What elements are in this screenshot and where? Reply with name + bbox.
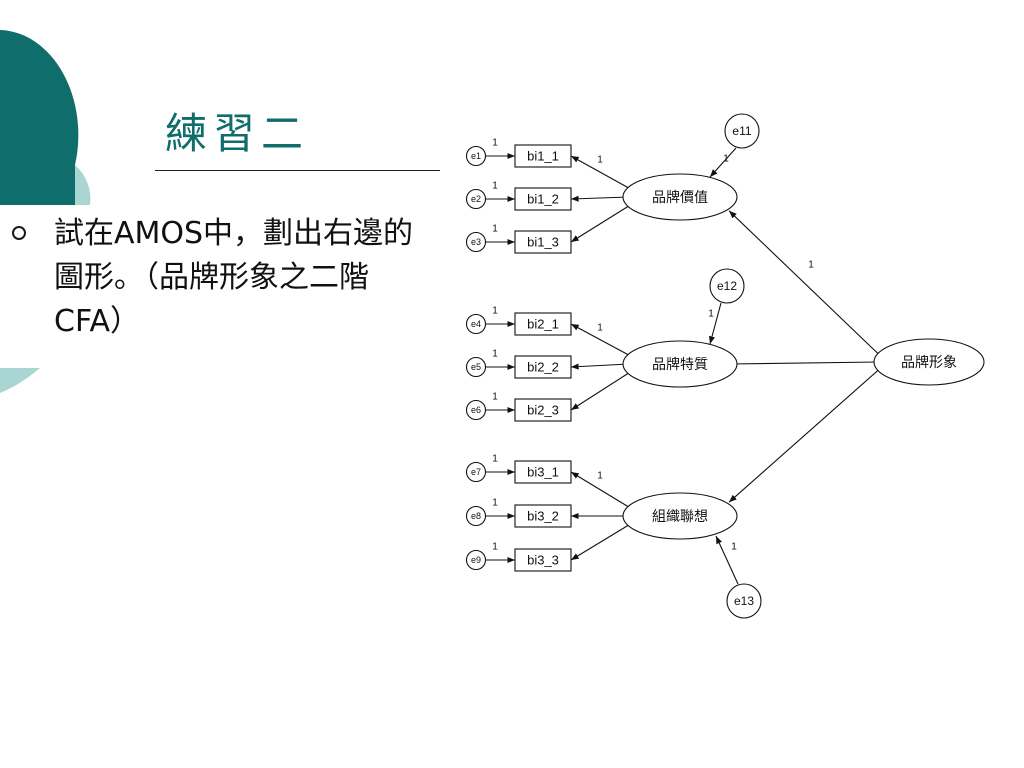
loading-arrow [570,471,629,508]
indicator-label: bi1_1 [527,149,559,164]
indicator-box [514,355,572,379]
loading-arrow [570,363,629,370]
error-weight-label: 1 [492,181,498,192]
indicator-label: bi1_2 [527,192,559,207]
error-label: e5 [471,362,481,372]
sem-cfa-diagram: 品牌形象1品牌價值e111bi1_1e11bi1_2e21bi1_3e311品牌… [465,113,985,619]
disturbance-arrow [715,535,739,585]
disturbance-label: e12 [717,279,737,293]
disturbance-label: e11 [732,124,751,138]
title-underline [155,170,440,171]
error-weight-label: 1 [492,542,498,553]
disturbance-arrow [709,147,737,178]
bullet-text: 試在AMOS中，劃出右邊的圖形。（品牌形象之二階CFA） [54,216,414,339]
indicator-label: bi3_1 [527,465,559,480]
loading-arrow [570,323,629,356]
error-circle [465,549,487,571]
loading-arrow [570,372,629,411]
disturbance-weight-label: 1 [731,542,737,553]
error-circle [465,231,487,253]
disturbance-arrow [709,302,722,345]
disturbance-circle [709,268,745,304]
slide-title: 練習二 [165,109,310,158]
first-order-factor-ellipse [622,492,738,540]
second-order-factor-label: 品牌形象 [901,354,957,370]
error-label: e1 [471,151,481,161]
loading-arrow [570,155,629,189]
error-label: e3 [471,237,481,247]
indicator-box [514,312,572,336]
indicator-box [514,504,572,528]
disturbance-label: e13 [734,594,754,608]
indicator-box [514,548,572,572]
second-order-path-arrow [728,369,879,503]
second-order-path-arrow [728,210,879,355]
decorative-background-shapes [0,30,91,393]
light-teal-wedge-shape [0,368,40,393]
loading-arrow [570,524,629,561]
error-weight-label: 1 [492,454,498,465]
error-circle [465,461,487,483]
loading-arrow [570,195,629,202]
error-label: e4 [471,319,481,329]
loading-weight-label: 1 [597,323,603,334]
error-weight-label: 1 [492,138,498,149]
disturbance-circle [724,113,760,149]
first-order-factor-ellipse [622,173,738,221]
error-circle [465,505,487,527]
loading-arrow [570,205,629,243]
bullet-circle-icon [12,226,26,240]
indicator-box [514,144,572,168]
indicator-label: bi2_3 [527,403,559,418]
error-weight-label: 1 [492,349,498,360]
indicator-label: bi1_3 [527,235,559,250]
first-order-factor-label: 品牌特質 [652,356,708,372]
error-circle [465,356,487,378]
indicator-label: bi3_2 [527,509,559,524]
path-weight-label: 1 [808,260,814,271]
error-weight-label: 1 [492,306,498,317]
indicator-box [514,398,572,422]
first-order-factor-ellipse [622,340,738,388]
indicator-label: bi2_1 [527,317,559,332]
loading-weight-label: 1 [597,155,603,166]
light-teal-circle-shape [75,165,91,205]
indicator-label: bi2_2 [527,360,559,375]
disturbance-weight-label: 1 [723,154,729,165]
disturbance-weight-label: 1 [708,309,714,320]
error-weight-label: 1 [492,498,498,509]
second-order-path-arrow [729,360,879,367]
first-order-factor-label: 品牌價值 [652,189,708,205]
dark-teal-circle-shape [0,30,79,205]
error-label: e6 [471,405,481,415]
error-circle [465,145,487,167]
error-circle [465,313,487,335]
error-weight-label: 1 [492,224,498,235]
disturbance-circle [726,583,762,619]
second-order-factor-ellipse [873,338,985,386]
error-label: e9 [471,555,481,565]
first-order-factor-label: 組織聯想 [652,508,708,524]
error-circle [465,188,487,210]
indicator-box [514,187,572,211]
loading-weight-label: 1 [597,471,603,482]
indicator-label: bi3_3 [527,553,559,568]
error-label: e8 [471,511,481,521]
error-circle [465,399,487,421]
error-weight-label: 1 [492,392,498,403]
error-label: e7 [471,467,481,477]
indicator-box [514,460,572,484]
error-label: e2 [471,194,481,204]
indicator-box [514,230,572,254]
